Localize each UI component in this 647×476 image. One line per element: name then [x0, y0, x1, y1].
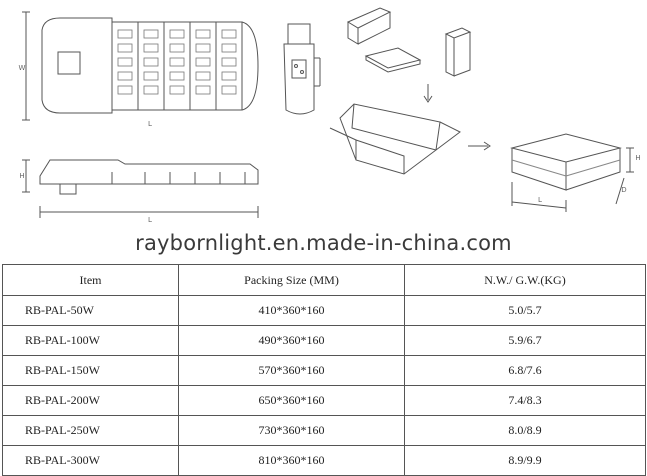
table-row: RB-PAL-150W 570*360*160 6.8/7.6 [2, 355, 646, 386]
item-cell: RB-PAL-250W [2, 415, 179, 446]
packing-size-cell: 410*360*160 [178, 295, 405, 326]
box-depth-label: D [621, 186, 626, 194]
side-view-length-label: L [148, 216, 152, 224]
packing-size-cell: 650*360*160 [178, 385, 405, 416]
item-cell: RB-PAL-150W [2, 355, 179, 386]
side-view-height-label: H [19, 172, 24, 180]
column-header-item: Item [2, 264, 179, 296]
table-row: RB-PAL-50W 410*360*160 5.0/5.7 [2, 295, 646, 326]
column-header-packing-size: Packing Size (MM) [178, 264, 405, 296]
box-length-label: L [538, 196, 542, 204]
top-view-length-label: L [148, 120, 152, 128]
weight-cell: 8.9/9.9 [404, 445, 646, 476]
weight-cell: 5.0/5.7 [404, 295, 646, 326]
packing-diagram [329, 7, 634, 212]
table-row: RB-PAL-200W 650*360*160 7.4/8.3 [2, 385, 646, 416]
watermark-text: raybornlight.en.made-in-china.com [135, 231, 512, 255]
packing-size-cell: 490*360*160 [178, 325, 405, 356]
item-cell: RB-PAL-300W [2, 445, 179, 476]
packing-size-cell: 570*360*160 [178, 355, 405, 386]
column-header-weight: N.W./ G.W.(KG) [404, 264, 646, 296]
weight-cell: 7.4/8.3 [404, 385, 646, 416]
weight-cell: 5.9/6.7 [404, 325, 646, 356]
lamp-end-view [283, 23, 321, 115]
table-row: RB-PAL-100W 490*360*160 5.9/6.7 [2, 325, 646, 356]
table-row: RB-PAL-250W 730*360*160 8.0/8.9 [2, 415, 646, 446]
lamp-top-view [22, 11, 259, 121]
weight-cell: 8.0/8.9 [404, 415, 646, 446]
box-height-label: H [635, 154, 640, 162]
item-cell: RB-PAL-200W [2, 385, 179, 416]
packing-size-cell: 810*360*160 [178, 445, 405, 476]
weight-cell: 6.8/7.6 [404, 355, 646, 386]
item-cell: RB-PAL-100W [2, 325, 179, 356]
technical-drawing: W L H L H D L [19, 7, 641, 224]
table-row: RB-PAL-300W 810*360*160 8.9/9.9 [2, 445, 646, 476]
lamp-side-view [22, 159, 259, 218]
table-header-row: Item Packing Size (MM) N.W./ G.W.(KG) [2, 264, 646, 296]
packing-size-cell: 730*360*160 [178, 415, 405, 446]
item-cell: RB-PAL-50W [2, 295, 179, 326]
top-view-width-label: W [19, 64, 26, 72]
packing-spec-table: Item Packing Size (MM) N.W./ G.W.(KG) RB… [2, 264, 646, 476]
